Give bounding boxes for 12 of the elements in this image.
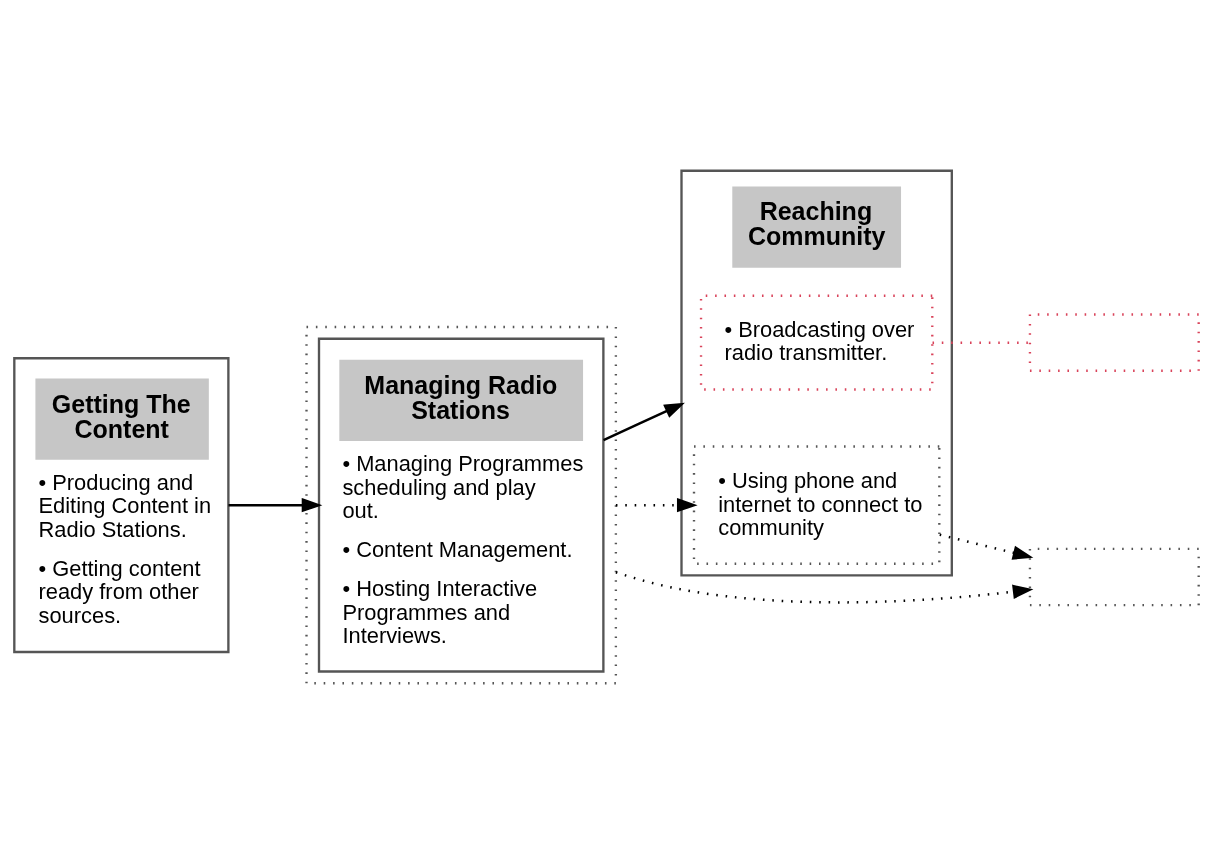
arrow — [939, 533, 1034, 560]
node-box — [1028, 547, 1200, 606]
arrow — [615, 570, 1034, 604]
node-box: Managing Radio Stations • Managing Programmes scheduling and play out. • Content Management. • Hosting Interactive Programmes and Interviews. — [317, 337, 605, 673]
node-box: • Using phone and internet to connect to community — [692, 444, 941, 565]
node-box — [1028, 312, 1200, 372]
arrow — [603, 402, 685, 441]
arrow — [615, 497, 698, 512]
node-box: • Broadcasting over radio transmitter. — [699, 294, 934, 391]
arrow — [228, 497, 323, 512]
node-box: Getting The Content • Producing and Editing Content in Radio Stations. • Getting content ready from other sources. — [13, 356, 230, 653]
connector — [932, 340, 1030, 344]
